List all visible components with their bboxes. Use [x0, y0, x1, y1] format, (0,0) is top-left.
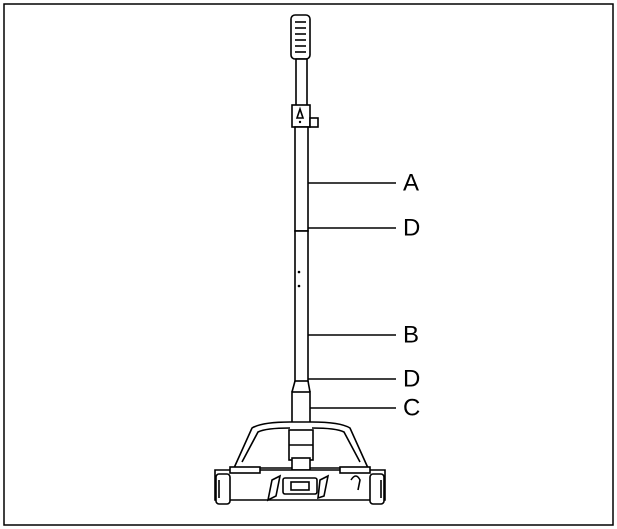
callout-label-c: C [403, 394, 420, 421]
diagram-border [3, 3, 614, 526]
handle-grip [290, 14, 311, 60]
callout-label-d1: D [403, 214, 420, 241]
base-carriage [214, 421, 386, 502]
upper-tube [295, 58, 308, 108]
callout-label-a: A [403, 169, 419, 196]
callout-label-d2: D [403, 365, 420, 392]
tube-section-a [294, 126, 309, 232]
tube-section-b [294, 230, 309, 382]
left-wheel [215, 473, 231, 505]
right-wheel [369, 473, 385, 505]
lock-icon [291, 104, 319, 128]
callout-label-b: B [403, 321, 419, 348]
